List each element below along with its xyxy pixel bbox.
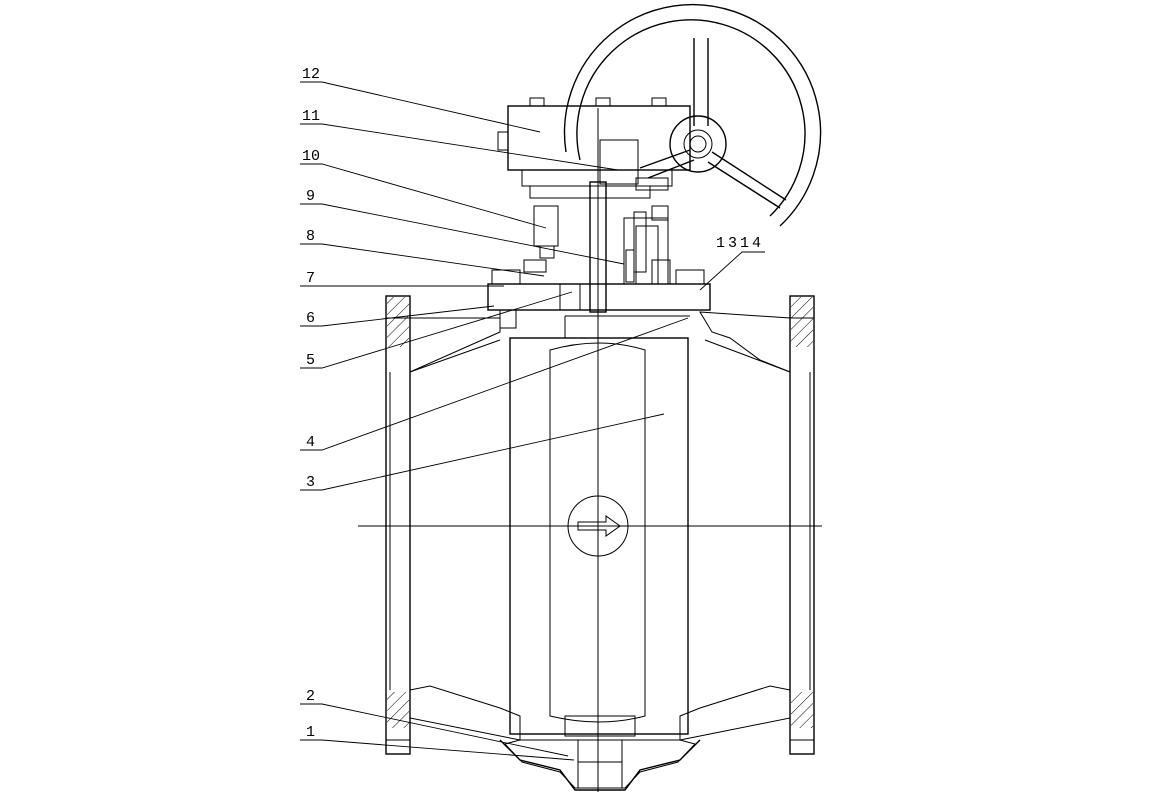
part-label-12: 12 xyxy=(302,66,320,83)
part-label-7: 7 xyxy=(306,270,315,287)
part-label-3: 3 xyxy=(306,474,315,491)
stem-and-gland xyxy=(523,181,671,313)
part-label-9: 9 xyxy=(306,188,315,205)
part-label-2: 2 xyxy=(306,688,315,705)
part-label-11: 11 xyxy=(302,108,320,125)
part-labels: 12 11 10 9 8 7 6 5 4 3 2 1 1314 xyxy=(302,66,764,741)
center-lines xyxy=(358,108,822,792)
leader-lines xyxy=(300,81,765,761)
gearbox xyxy=(497,97,691,199)
bonnet-cover xyxy=(487,269,711,329)
part-label-8: 8 xyxy=(306,228,315,245)
handwheel xyxy=(563,3,822,227)
ball-plug xyxy=(509,315,690,737)
part-label-1314: 1314 xyxy=(716,235,764,252)
part-label-6: 6 xyxy=(306,310,315,327)
part-label-1: 1 xyxy=(306,724,315,741)
part-label-10: 10 xyxy=(302,148,320,165)
part-label-5: 5 xyxy=(306,352,315,369)
part-label-4: 4 xyxy=(306,434,315,451)
